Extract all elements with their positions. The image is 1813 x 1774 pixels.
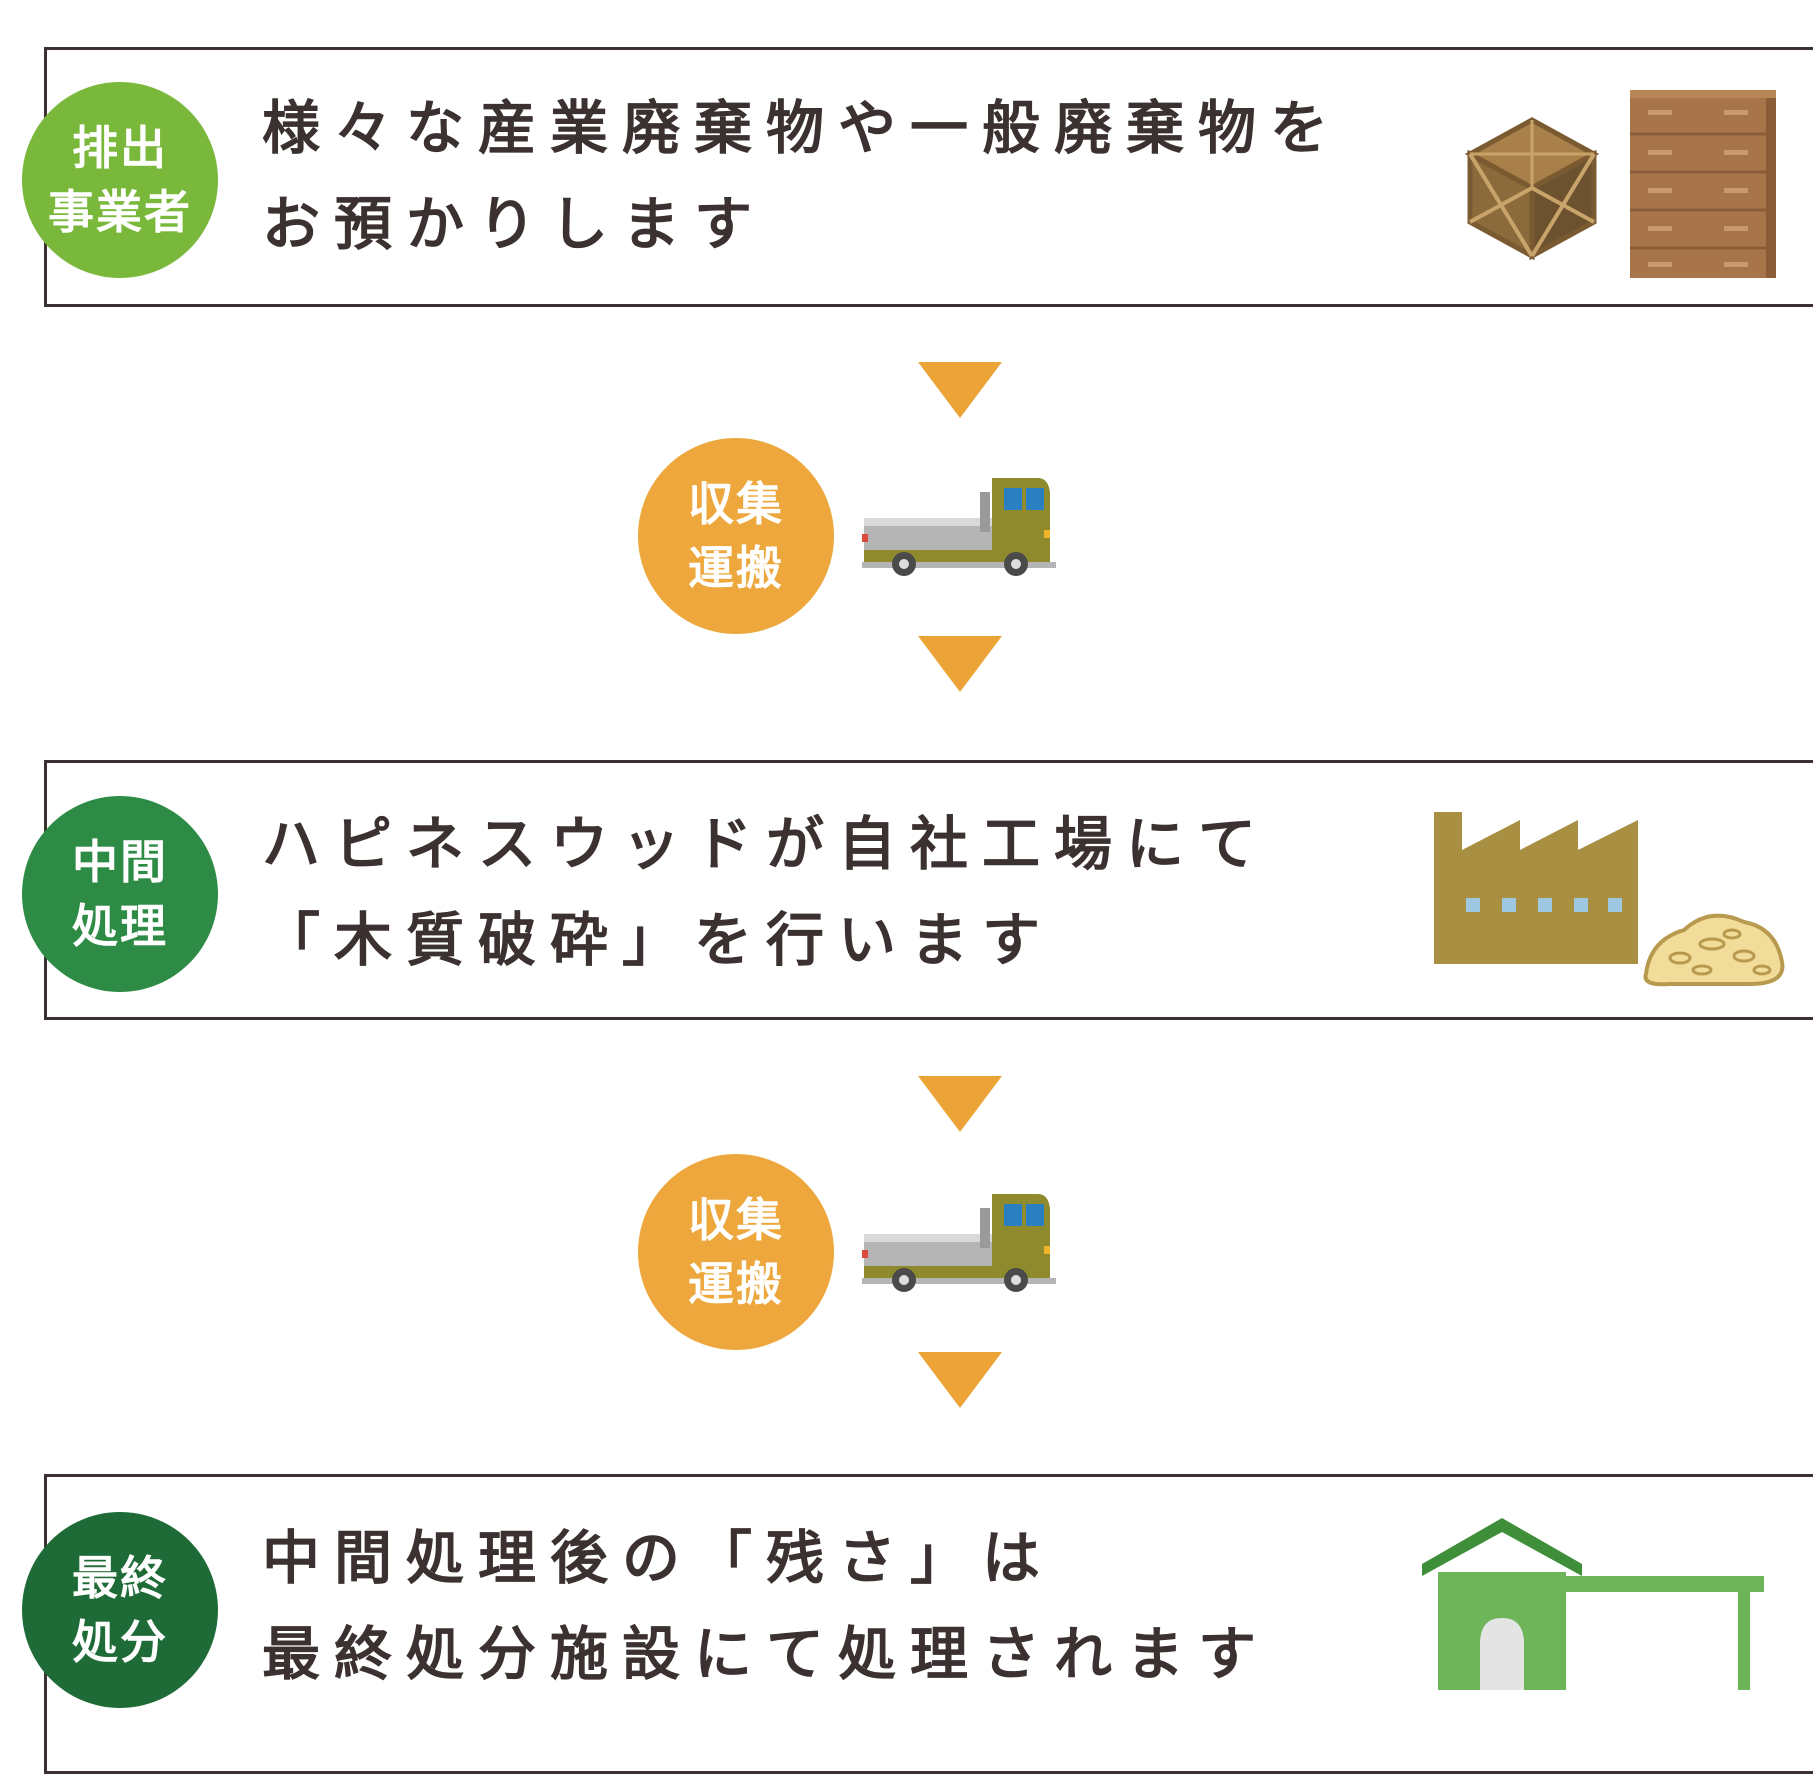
step-text-final: 中間処理後の「残さ」は 最終処分施設にて処理されます xyxy=(262,1510,1452,1702)
truck-icon xyxy=(862,1194,1056,1292)
disposal-facility-icon xyxy=(1422,1518,1764,1690)
step-text-intermediate-line2: 「木質破砕」を行います xyxy=(262,906,1055,974)
step-text-final-line2: 最終処分施設にて処理されます xyxy=(262,1620,1271,1688)
badge-transport-2-line2: 運搬 xyxy=(688,1257,784,1311)
badge-transport-2: 収集 運搬 xyxy=(638,1154,834,1350)
flow-arrow-1 xyxy=(918,362,1002,418)
badge-emitter-line1: 排出 xyxy=(72,121,168,175)
flow-arrow-2 xyxy=(918,636,1002,692)
step-text-final-line1: 中間処理後の「残さ」は xyxy=(262,1524,1055,1592)
badge-transport-1-line2: 運搬 xyxy=(688,541,784,595)
flow-arrow-3 xyxy=(918,1076,1002,1132)
badge-intermediate-line2: 処理 xyxy=(72,899,168,953)
badge-emitter: 排出 事業者 xyxy=(22,82,218,278)
factory-icon xyxy=(1434,812,1638,964)
badge-final: 最終 処分 xyxy=(22,1512,218,1708)
wood-chips-icon xyxy=(1643,913,1785,987)
badge-transport-1: 収集 運搬 xyxy=(638,438,834,634)
badge-transport-1-line1: 収集 xyxy=(688,477,784,531)
truck-icon xyxy=(862,478,1056,576)
wooden-dresser-icon xyxy=(1630,90,1776,278)
badge-intermediate-line1: 中間 xyxy=(72,835,168,889)
wooden-crate-icon xyxy=(1464,117,1600,261)
badge-transport-2-line1: 収集 xyxy=(688,1193,784,1247)
flow-arrow-4 xyxy=(918,1352,1002,1408)
badge-emitter-line2: 事業者 xyxy=(48,185,192,239)
badge-final-line1: 最終 xyxy=(72,1551,168,1605)
badge-intermediate: 中間 処理 xyxy=(22,796,218,992)
step-text-emitter-line2: お預かりします xyxy=(262,190,767,258)
step-text-intermediate: ハピネスウッドが自社工場にて 「木質破砕」を行います xyxy=(262,796,1452,988)
step-text-emitter-line1: 様々な産業廃棄物や一般廃棄物を xyxy=(262,94,1343,162)
step-text-intermediate-line1: ハピネスウッドが自社工場にて xyxy=(262,810,1271,878)
badge-final-line2: 処分 xyxy=(72,1615,168,1669)
step-text-emitter: 様々な産業廃棄物や一般廃棄物を お預かりします xyxy=(262,80,1452,272)
